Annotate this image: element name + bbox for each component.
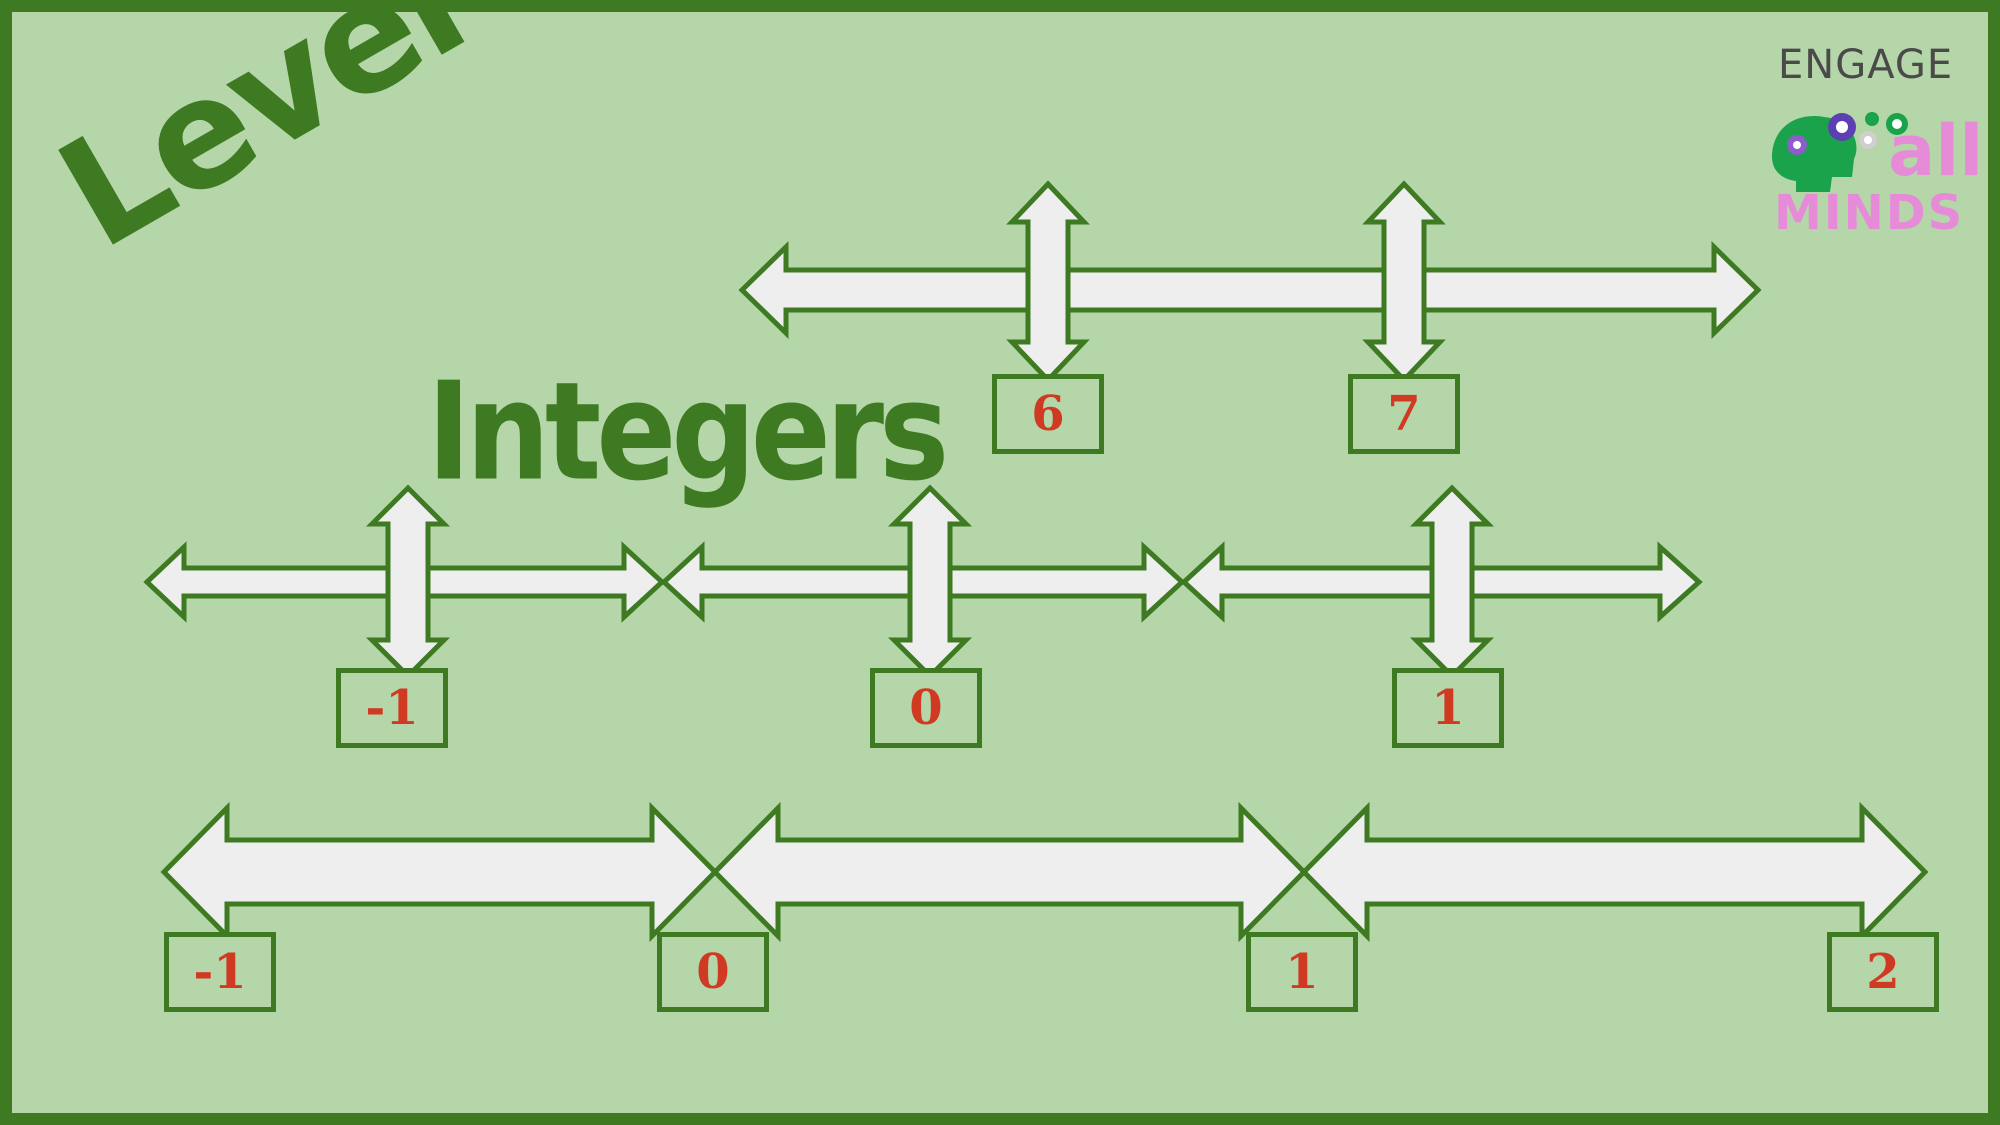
bottom-segment-arrow-2 <box>711 801 1308 943</box>
logo-minds-text: MINDS <box>1774 185 1965 241</box>
number-box-6: 6 <box>992 374 1104 454</box>
engage-all-minds-logo: ENGAGE all MINDS <box>1752 42 1992 247</box>
head-gears-icon <box>1772 112 1908 192</box>
number-box-neg1-middle: -1 <box>336 668 448 748</box>
number-lines-graphic <box>143 180 1929 943</box>
bottom-segment-arrow-3 <box>1300 801 1929 943</box>
number-box-7: 7 <box>1348 374 1460 454</box>
number-box-0-middle: 0 <box>870 668 982 748</box>
number-box-neg1-bottom: -1 <box>164 932 276 1012</box>
logo-engage-text: ENGAGE <box>1778 42 1954 88</box>
number-box-0-bottom: 0 <box>657 932 769 1012</box>
number-box-2-bottom: 2 <box>1827 932 1939 1012</box>
number-box-1-middle: 1 <box>1392 668 1504 748</box>
slide: Level 4 Integers ENGAGE all MINDS <box>12 0 1988 1113</box>
bottom-segment-arrow-1 <box>160 801 719 943</box>
topic-title: Integers <box>427 352 949 511</box>
logo-all-text: all <box>1888 110 1984 192</box>
top-number-line-arrow <box>738 241 1762 339</box>
number-box-1-bottom: 1 <box>1246 932 1358 1012</box>
